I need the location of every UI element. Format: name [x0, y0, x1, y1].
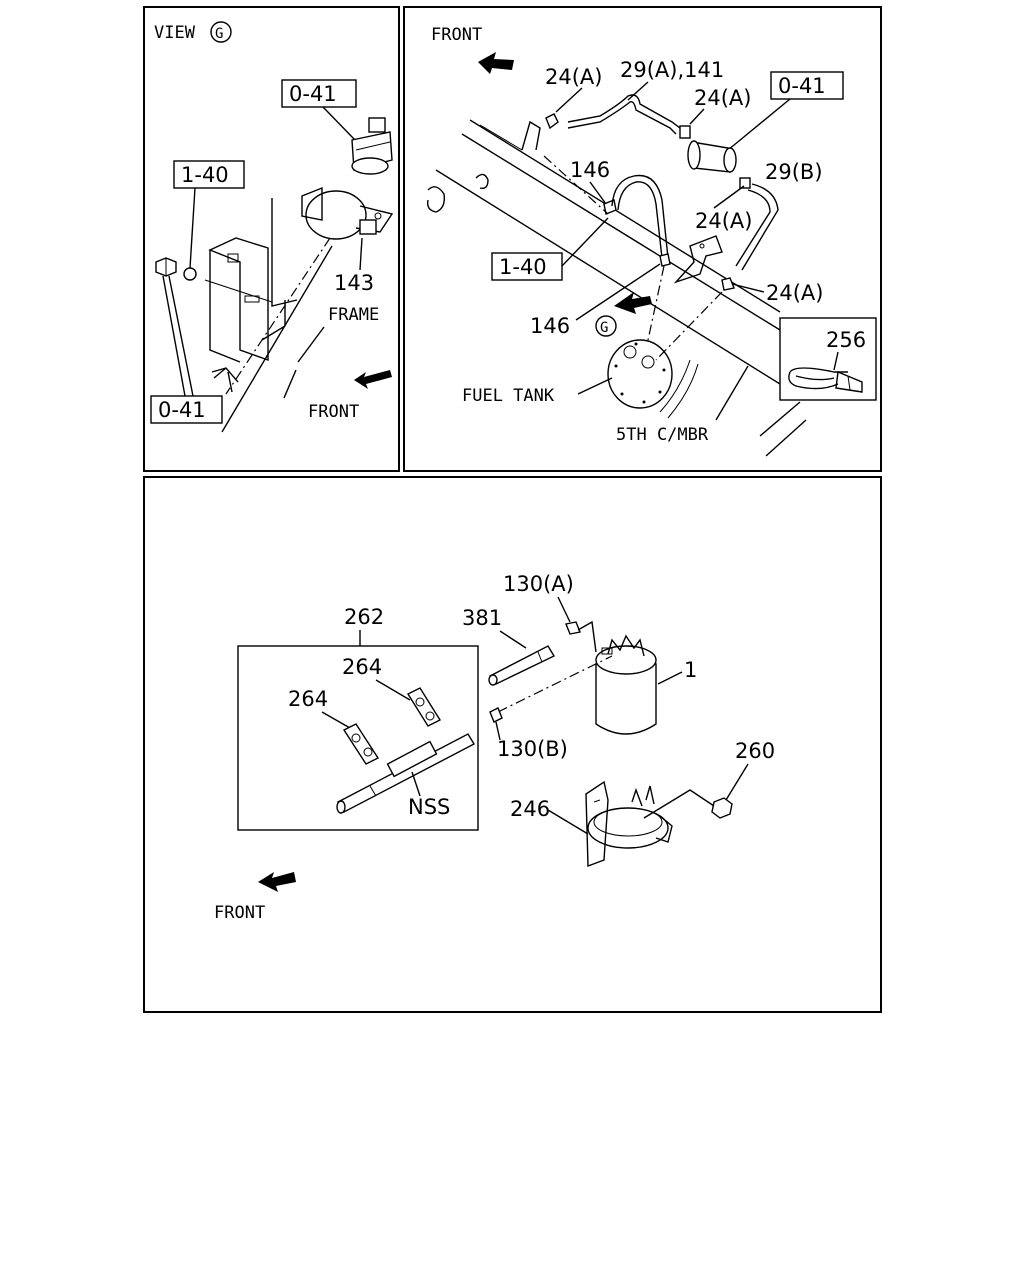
hose-29a [567, 94, 681, 129]
panel-view-g: VIEW G 0-41 1-40 [150, 21, 394, 433]
ref-box-0-41-bottom-label: 0-41 [158, 398, 206, 422]
part-264-lower-label: 264 [288, 687, 328, 711]
frame-label: FRAME [328, 305, 379, 325]
front-arrow-icon [258, 872, 296, 892]
front-arrow-icon [478, 52, 514, 74]
part-381-label: 381 [462, 606, 502, 630]
nss-label: NSS [408, 795, 450, 819]
clip-icon [475, 173, 489, 190]
crossmember-label: 5TH C/MBR [616, 425, 709, 445]
hose-29a-141-label: 29(A),141 [620, 58, 724, 82]
front-label-view-g: FRONT [308, 402, 359, 422]
panel-view-g-frame [143, 6, 400, 472]
ref-box-0-41-top-label: 0-41 [289, 82, 337, 106]
view-arrow-icon [614, 292, 652, 314]
part-246-label: 246 [510, 797, 550, 821]
fuel-filter-icon [351, 117, 393, 175]
bolt-icon [155, 257, 177, 277]
panel-fuel-tank: FRONT 24(A) 29(A),141 24(A) 0-41 [426, 25, 877, 457]
tube-381-icon [488, 645, 555, 686]
washer-icon [183, 267, 197, 281]
filter-clamp-icon [301, 186, 394, 240]
ref-box-1-40-label: 1-40 [181, 163, 229, 187]
part-262-label: 262 [344, 605, 384, 629]
clip-264-icon [342, 723, 380, 765]
clip-146-label-top: 146 [570, 158, 610, 182]
clip-24a-label-1: 24(A) [545, 65, 602, 89]
part-130a-label: 130(A) [503, 572, 574, 596]
hose-clamp-icon [788, 367, 863, 393]
clip-24a-label-4: 24(A) [766, 281, 823, 305]
kit-262-box [237, 645, 479, 831]
ref-box-0-41-top [281, 79, 357, 108]
ref-box-1-40 [173, 160, 245, 189]
view-g-mark: G [215, 26, 223, 42]
clip-130b-icon [489, 707, 503, 723]
canister-bracket-icon [585, 780, 673, 867]
clip-icon [211, 367, 239, 393]
part-1-label: 1 [684, 658, 697, 682]
panel-fuel-tank-frame [403, 6, 882, 472]
part-264-upper-label: 264 [342, 655, 382, 679]
canister-icon [595, 634, 657, 735]
ref-box-1-40-tank-label: 1-40 [499, 255, 547, 279]
clip-24a-label-3: 24(A) [695, 209, 752, 233]
fuel-filter-icon [679, 125, 751, 189]
fuel-tank-label: FUEL TANK [462, 386, 555, 406]
clip-264-icon [406, 687, 442, 727]
clip-146-label-bottom: 146 [530, 314, 570, 338]
view-g-label: VIEW [154, 23, 196, 43]
front-label-canister: FRONT [214, 903, 265, 923]
hose-146 [611, 174, 669, 259]
bracket-icon [208, 237, 286, 363]
part-143-label: 143 [334, 271, 374, 295]
ref-box-0-41-bottom [150, 395, 223, 424]
clip-24a-label-2: 24(A) [694, 86, 751, 110]
clip-icon [426, 186, 446, 213]
clip-24a-icon-lower [721, 277, 735, 291]
ref-box-0-41-filter [770, 71, 844, 100]
view-g-circle-icon [595, 315, 617, 337]
view-g-mark-tank: G [600, 320, 608, 336]
ref-box-1-40-tank [491, 252, 563, 281]
nut-260-icon [711, 797, 733, 819]
front-label-tank: FRONT [431, 25, 482, 45]
ref-box-0-41-filter-label: 0-41 [778, 74, 826, 98]
tube-nss-icon [336, 733, 475, 814]
part-260-label: 260 [735, 739, 775, 763]
clip-146-icon-lower [659, 253, 671, 267]
panel-canister: 130(A) 381 1 262 264 [214, 572, 775, 923]
panel-canister-frame [143, 476, 882, 1013]
clip-130a-icon [565, 621, 581, 635]
tank-bracket-icon [673, 235, 723, 284]
view-g-circle-icon [210, 21, 232, 43]
bracket-icon [521, 120, 541, 151]
hose-29b-label: 29(B) [765, 160, 823, 184]
clamp-256-label: 256 [826, 328, 866, 352]
hose-29b [741, 183, 779, 271]
clip-24a-icon [545, 113, 559, 130]
fuel-tank-sender-icon [607, 339, 699, 419]
clip-146-icon [603, 199, 617, 215]
part-130b-label: 130(B) [497, 737, 568, 761]
front-arrow-icon [354, 370, 392, 389]
